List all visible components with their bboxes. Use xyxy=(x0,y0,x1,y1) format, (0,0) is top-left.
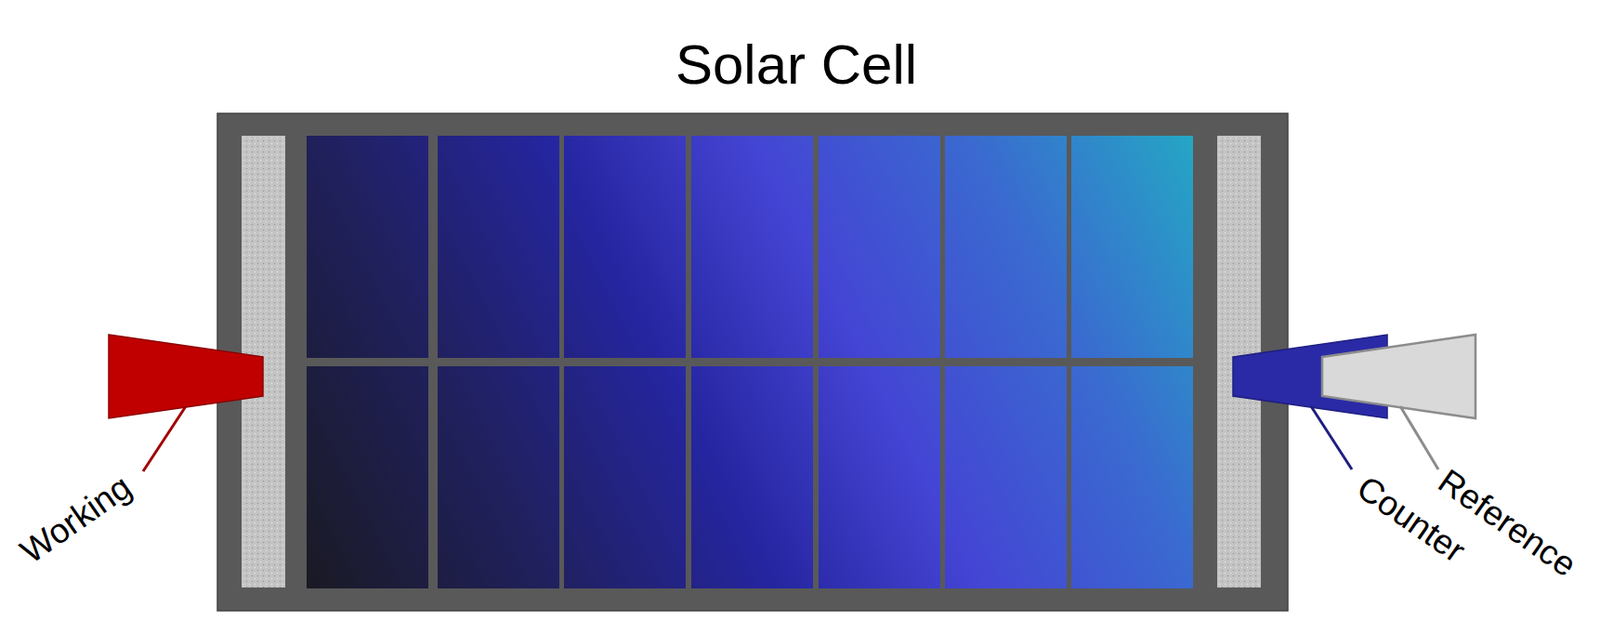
pv-cell xyxy=(1071,366,1194,589)
diagram-title: Solar Cell xyxy=(675,37,918,93)
pv-cell xyxy=(691,366,814,589)
pv-cell xyxy=(437,366,560,589)
pv-cell xyxy=(818,366,941,589)
pv-cell xyxy=(563,135,686,358)
pv-cell xyxy=(437,135,560,358)
pv-cell xyxy=(563,366,686,589)
pv-cell xyxy=(944,366,1067,589)
pv-cell xyxy=(691,135,814,358)
cell-grid xyxy=(306,135,1194,589)
leader-line xyxy=(1311,406,1352,470)
pv-cell xyxy=(818,135,941,358)
cell-frame xyxy=(217,113,1288,611)
leader-line xyxy=(143,406,186,472)
pv-cell xyxy=(944,135,1067,358)
reference-probe xyxy=(1322,334,1476,419)
pv-cell xyxy=(306,366,429,589)
working-probe xyxy=(108,334,263,419)
electrode-label: Working xyxy=(14,468,138,569)
electrode-label: Reference xyxy=(1431,462,1582,582)
pv-cell xyxy=(1071,135,1194,358)
leader-line xyxy=(1400,406,1439,470)
pv-cell xyxy=(306,135,429,358)
